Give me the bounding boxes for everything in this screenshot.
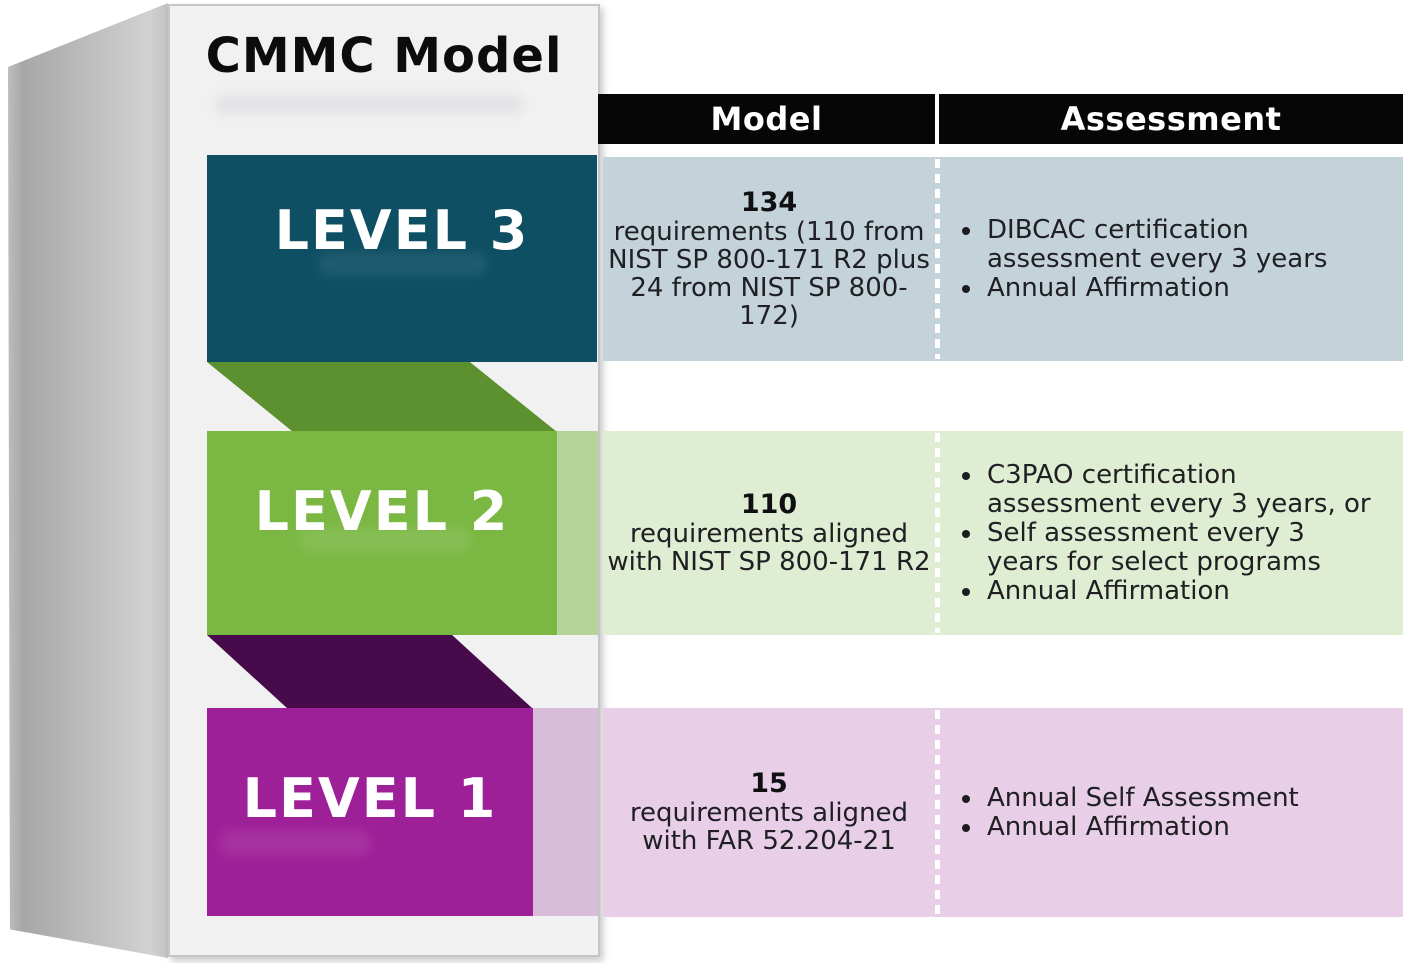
level-1-label: LEVEL 1: [242, 766, 498, 830]
level-2-block: LEVEL 2: [207, 431, 557, 635]
ghost-text-smudge: [220, 830, 370, 856]
dashed-column-divider: [935, 433, 940, 633]
level-2-requirements-count: 110: [740, 488, 798, 520]
ghost-text-smudge: [300, 528, 470, 552]
level-3-label: LEVEL 3: [274, 199, 530, 262]
column-header-model: Model: [598, 94, 935, 144]
bullet-item: Annual Affirmation: [959, 576, 1389, 606]
level-1-block-tail: [533, 708, 598, 916]
page-title: CMMC Model: [205, 28, 563, 84]
bullet-item: Annual Affirmation: [959, 273, 1389, 303]
level-3-requirements-count: 134: [740, 186, 798, 218]
ghost-text-smudge: [214, 94, 524, 115]
level-2-block-tail: [557, 431, 598, 635]
box-side-face: [8, 3, 168, 958]
level-2-label: LEVEL 2: [254, 479, 510, 543]
dashed-column-divider: [935, 159, 940, 359]
column-header-assessment: Assessment: [939, 94, 1403, 144]
column-header-model-label: Model: [710, 100, 823, 138]
bullet-item: Annual Affirmation: [959, 812, 1389, 842]
dashed-column-divider: [935, 710, 940, 915]
bullet-item: Annual Self Assessment: [959, 783, 1389, 813]
level-1-block: LEVEL 1: [207, 708, 533, 916]
level-3-block: LEVEL 3: [207, 155, 597, 362]
ghost-text-smudge: [318, 252, 488, 276]
column-header-assessment-label: Assessment: [1060, 100, 1282, 138]
level-1-requirements-count: 15: [750, 768, 788, 799]
